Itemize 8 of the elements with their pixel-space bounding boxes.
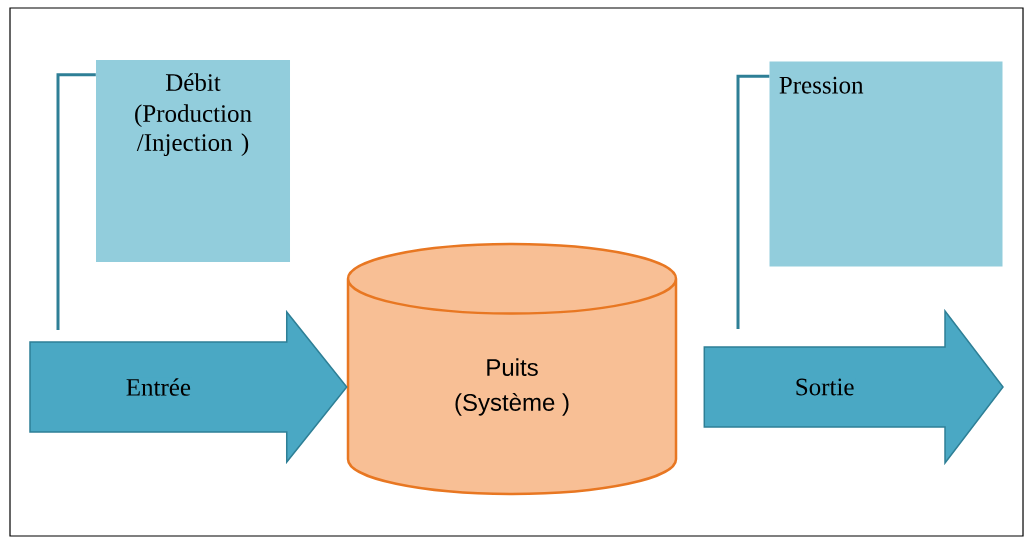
cylinder: Puits (Système ) <box>346 242 678 496</box>
leader-line <box>56 73 96 330</box>
block-arrow <box>703 308 1004 466</box>
leader-line <box>736 74 770 329</box>
edge-label: Entrée <box>124 377 192 397</box>
text-box: Pression <box>769 61 1003 267</box>
text-box: Débit (Production /Injection ) <box>96 60 290 262</box>
block-arrow <box>29 309 348 465</box>
